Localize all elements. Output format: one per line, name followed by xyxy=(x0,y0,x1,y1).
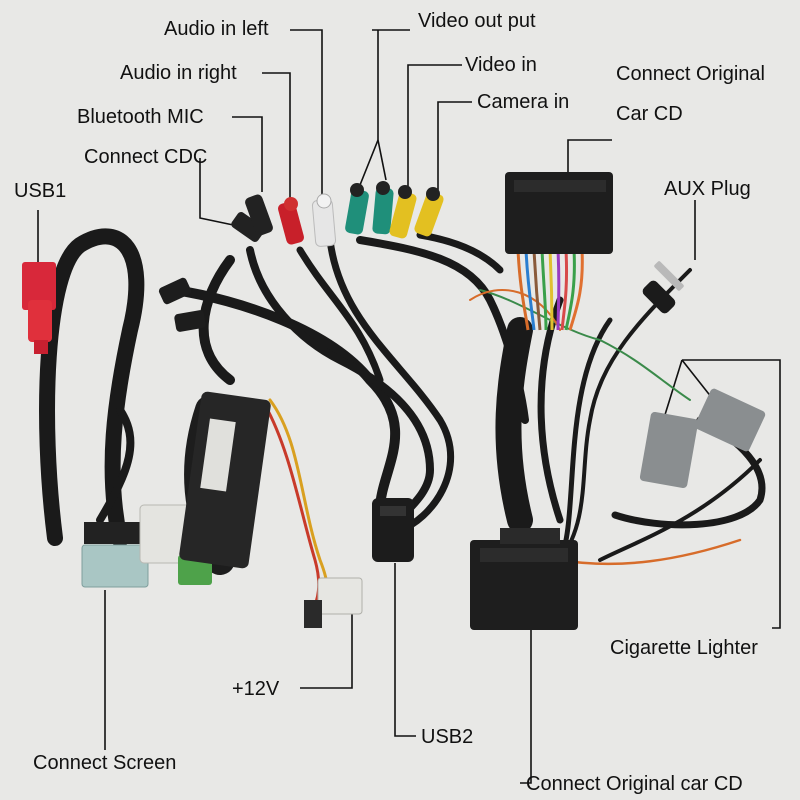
rca-black-2 xyxy=(245,194,273,236)
cigarette-lighter-connectors xyxy=(639,388,766,489)
car-cd-connector-top xyxy=(505,172,613,254)
label-connect-original-car-cd: Connect Original car CD xyxy=(526,773,743,795)
screen-connector xyxy=(81,522,149,588)
black-plugs-left xyxy=(158,277,206,332)
inline-module xyxy=(179,391,271,569)
label-video-out-put: Video out put xyxy=(418,10,536,32)
label-connect-cdc: Connect CDC xyxy=(84,146,208,168)
pointer-lines xyxy=(37,29,781,784)
label-audio-in-right: Audio in right xyxy=(120,62,237,84)
label-aux-plug: AUX Plug xyxy=(664,178,751,200)
rca-green-2 xyxy=(372,181,394,235)
label-plus-12v: +12V xyxy=(232,678,280,700)
label-video-in: Video in xyxy=(465,54,537,76)
usb2-connector xyxy=(372,498,414,562)
label-bluetooth-mic: Bluetooth MIC xyxy=(77,106,204,128)
plus12v-plug xyxy=(304,577,363,628)
label-connect-screen: Connect Screen xyxy=(33,752,177,774)
usb1-connector xyxy=(22,262,56,354)
rca-black-1 xyxy=(231,212,265,242)
label-audio-in-left: Audio in left xyxy=(164,18,269,40)
label-usb1: USB1 xyxy=(14,180,67,202)
rca-green-1 xyxy=(345,183,369,235)
label-connect-original-line1: Connect Original xyxy=(616,63,765,85)
rca-red xyxy=(277,197,305,245)
label-usb2: USB2 xyxy=(421,726,474,748)
label-camera-in: Camera in xyxy=(477,91,570,113)
rca-yellow-1 xyxy=(389,185,417,239)
rca-white xyxy=(311,193,337,247)
label-cigarette-lighter: Cigarette Lighter xyxy=(610,637,758,659)
label-connect-original-line2: Car CD xyxy=(616,103,683,125)
rca-yellow-2 xyxy=(414,187,444,237)
connector-ribbon-wires xyxy=(516,249,584,331)
car-cd-connector-bottom xyxy=(470,528,578,630)
rca-connectors xyxy=(231,181,444,247)
aux-plug xyxy=(642,261,684,314)
